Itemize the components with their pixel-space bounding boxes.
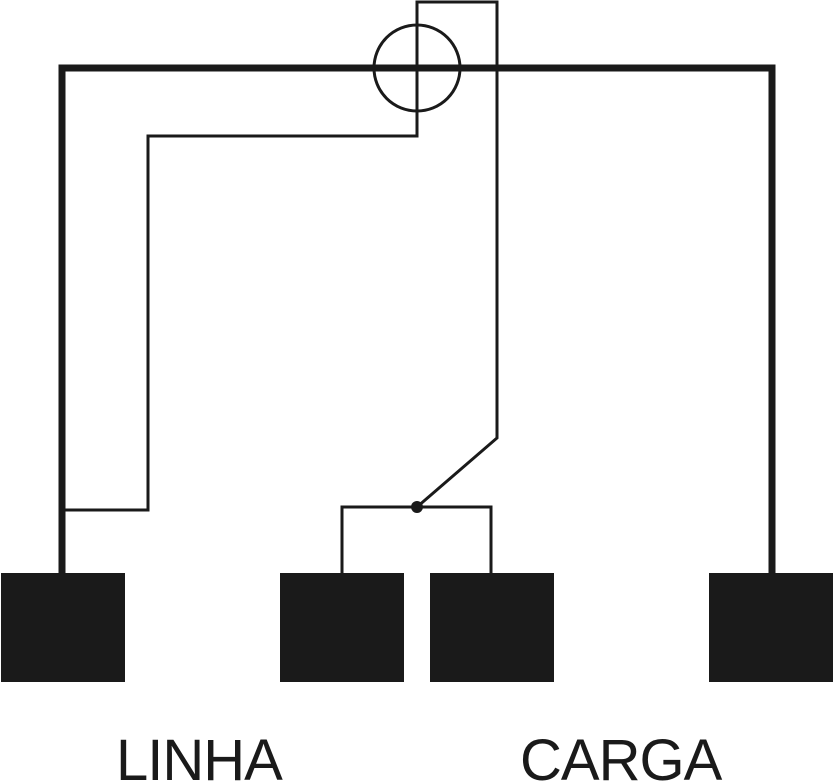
label-line: LINHA [116,728,283,784]
terminal-line-right [280,573,404,682]
terminal-line-left [1,573,125,682]
label-load: CARGA [520,728,723,784]
branch-wire-middle-right [417,505,493,576]
terminal-load-left [430,573,554,682]
terminal-load-right [709,573,833,682]
branch-wire-middle-left [340,505,417,576]
sense-wire-left [62,0,499,512]
junction-dot [411,501,423,513]
main-conductor-wire [58,64,776,576]
